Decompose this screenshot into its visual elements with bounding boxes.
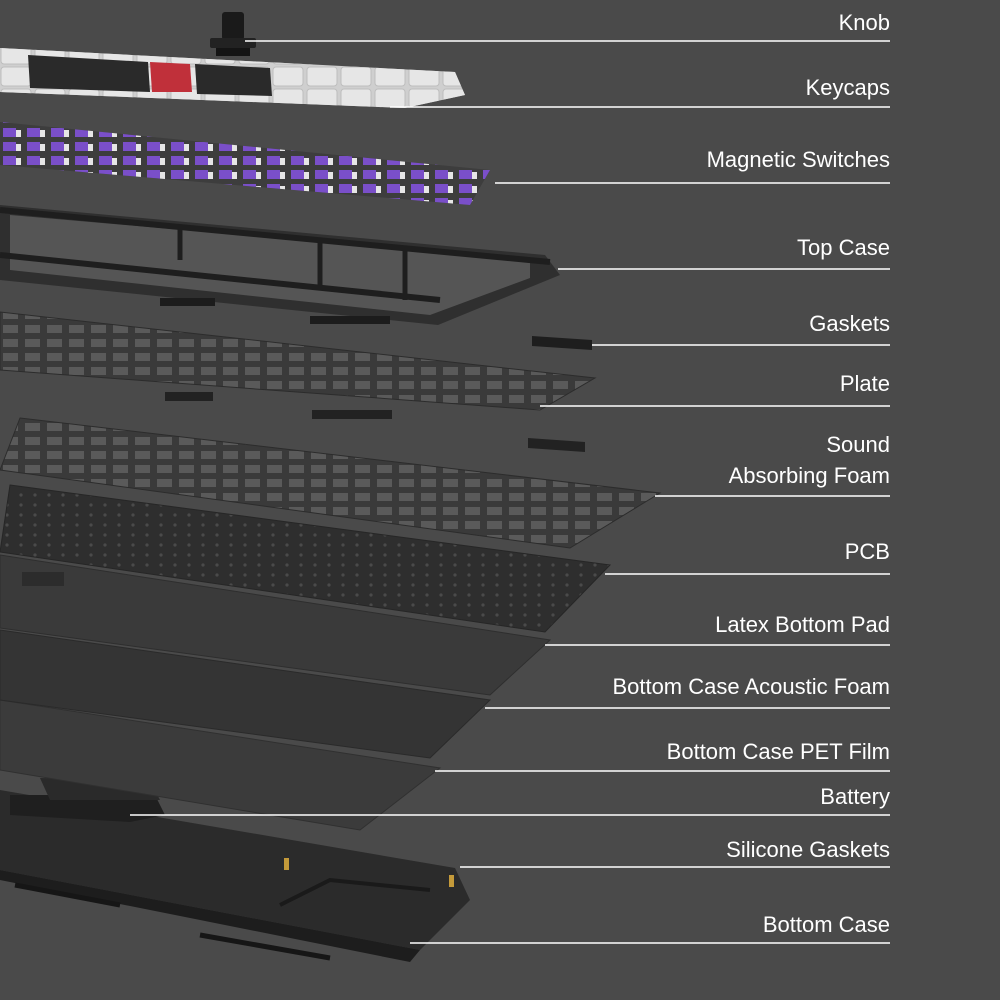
foam-shape xyxy=(0,417,662,549)
switches-shape xyxy=(0,122,490,205)
label-foam: Sound Absorbing Foam xyxy=(729,429,890,491)
latex-pad-shape xyxy=(0,554,552,696)
plate-shape xyxy=(0,311,597,419)
knob-shape xyxy=(210,12,256,56)
label-plate: Plate xyxy=(839,371,890,396)
label-knob: Knob xyxy=(838,10,890,35)
label-top-case: Top Case xyxy=(797,235,890,260)
bottom-case-shape xyxy=(0,790,470,962)
label-pet-film: Bottom Case PET Film xyxy=(666,739,890,764)
leader-lines xyxy=(130,40,890,944)
label-switches: Magnetic Switches xyxy=(706,147,890,172)
label-foam-line-2: Absorbing Foam xyxy=(728,463,890,488)
label-acoustic-foam: Bottom Case Acoustic Foam xyxy=(612,674,890,699)
label-foam-line-1: Sound xyxy=(826,432,890,457)
label-keycaps: Keycaps xyxy=(805,75,890,100)
label-battery: Battery xyxy=(820,784,890,809)
label-pcb: PCB xyxy=(844,539,890,564)
acoustic-foam-shape xyxy=(0,629,492,759)
top-case-shape xyxy=(0,205,560,325)
gaskets-shape xyxy=(532,336,592,350)
silicone-gaskets-shape xyxy=(284,858,454,887)
label-silicone-gaskets: Silicone Gaskets xyxy=(726,837,890,862)
pet-film-shape xyxy=(0,699,442,831)
label-bottom-case: Bottom Case xyxy=(762,912,890,937)
label-latex-pad: Latex Bottom Pad xyxy=(715,612,890,637)
pcb-shape xyxy=(0,484,612,633)
keycaps-shape xyxy=(0,48,465,108)
label-gaskets: Gaskets xyxy=(809,311,890,336)
